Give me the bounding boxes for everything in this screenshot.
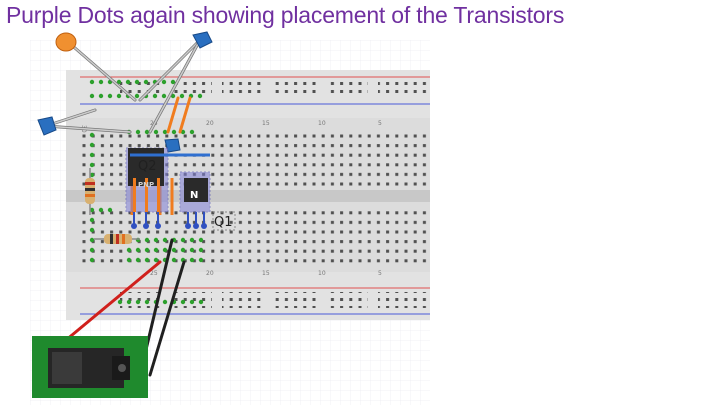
transistor-q2 xyxy=(125,147,169,229)
slide-title: Purple Dots again showing placement of t… xyxy=(6,2,565,28)
svg-text:20: 20 xyxy=(206,120,214,127)
resistor-horizontal xyxy=(94,234,140,244)
svg-text:25: 25 xyxy=(150,270,158,277)
svg-text:10: 10 xyxy=(318,270,326,277)
connected-hole-dots xyxy=(89,79,204,305)
capacitor-blue-left xyxy=(37,108,132,136)
svg-text:15: 15 xyxy=(262,120,270,127)
center-channel xyxy=(66,190,430,202)
transistor-q1 xyxy=(179,171,236,231)
capacitor-blue-top xyxy=(138,31,213,134)
capacitor-orange xyxy=(55,32,137,102)
q2-type-label: PNP xyxy=(138,181,154,189)
q1-type-label: N xyxy=(190,190,198,201)
dc-power-jack xyxy=(32,336,148,398)
row-numbers-bottom: 25 20 15 10 5 xyxy=(150,270,382,277)
resistor-vertical xyxy=(85,168,95,215)
svg-text:5: 5 xyxy=(378,120,382,127)
q1-label: Q1 xyxy=(214,215,233,230)
svg-text:20: 20 xyxy=(206,270,214,277)
svg-text:15: 15 xyxy=(262,270,270,277)
q2-label: Q2 xyxy=(138,159,157,174)
breadboard xyxy=(66,70,430,320)
svg-text:5: 5 xyxy=(378,270,382,277)
svg-text:10: 10 xyxy=(318,120,326,127)
